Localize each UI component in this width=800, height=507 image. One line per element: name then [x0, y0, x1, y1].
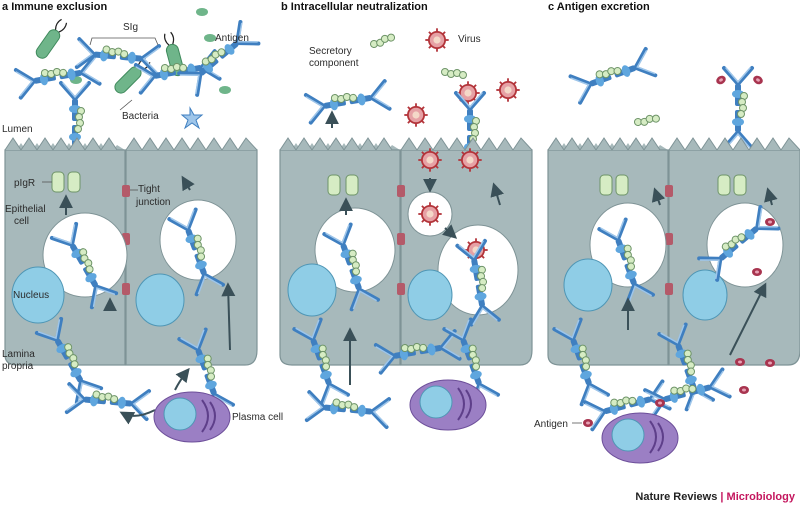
- secretory-component: [368, 29, 397, 52]
- antigen-label: Antigen: [215, 33, 249, 44]
- bacteria-shape: [33, 17, 70, 62]
- nucleus-shape: [11, 266, 65, 324]
- pigr-shape: [717, 174, 731, 196]
- antigen-shape: [204, 34, 216, 42]
- virus-particle: [424, 27, 450, 53]
- antigen-particle: [735, 358, 745, 366]
- nucleus-shape: [135, 273, 185, 327]
- iga-dimer: [307, 392, 389, 427]
- sig-label: SIg: [123, 22, 138, 33]
- panel-a: a Immune exclusion SIg Antigen Bacteria …: [2, 1, 283, 443]
- plasma-cell: [601, 412, 679, 464]
- sig-molecule: [306, 81, 390, 122]
- panel-a-title: a Immune exclusion: [2, 1, 107, 13]
- tight-junction-label-2: junction: [135, 197, 170, 208]
- lamina-label-2: propria: [2, 361, 34, 372]
- lumen-label: Lumen: [2, 124, 33, 135]
- antigen-particle: [739, 386, 749, 394]
- antigen-particle: [751, 74, 765, 86]
- pigr-shape: [327, 174, 341, 196]
- plasma-cell-label: Plasma cell: [232, 412, 283, 423]
- pigr-shape: [345, 174, 359, 196]
- nucleus-label: Nucleus: [13, 290, 49, 301]
- pigr-shape: [733, 174, 747, 196]
- secretory-label-2: component: [309, 58, 359, 69]
- plasma-cell: [153, 391, 231, 443]
- pigr-label: pIgR: [14, 178, 35, 189]
- epithelial-label-2: cell: [14, 216, 29, 227]
- journal-credit: Nature Reviews | Microbiology: [635, 491, 795, 503]
- antigen-c-label: Antigen: [534, 419, 568, 430]
- lamina-label-1: Lamina: [2, 349, 35, 360]
- antigen-shape: [219, 86, 231, 94]
- antigen-particle: [752, 268, 762, 276]
- star-antigen: [180, 106, 204, 130]
- tight-junction-label-1: Tight: [138, 184, 160, 195]
- epithelial-label-1: Epithelial: [5, 204, 46, 215]
- secretory-component: [441, 68, 467, 79]
- bacteria-label: Bacteria: [122, 111, 159, 122]
- antigen-particle: [765, 359, 775, 367]
- antigen-particle: [655, 399, 665, 407]
- pigr-shape: [599, 174, 613, 196]
- antigen-shape: [196, 8, 208, 16]
- virus-label: Virus: [458, 34, 481, 45]
- pigr-shape: [51, 171, 65, 193]
- plasma-cell: [409, 379, 487, 431]
- vesicle: [706, 202, 784, 288]
- panel-b: b Intracellular neutralization Secretory…: [279, 1, 533, 431]
- antigen-particle: [765, 218, 775, 226]
- secretory-label-1: Secretory: [309, 46, 352, 57]
- nucleus-shape: [682, 269, 728, 321]
- virus-particle: [403, 102, 429, 128]
- panel-b-title: b Intracellular neutralization: [281, 1, 428, 13]
- panel-c: c Antigen excretion Antigen: [534, 1, 800, 464]
- virus-particle: [495, 77, 521, 103]
- vesicle: [314, 207, 396, 293]
- sig-molecule: [16, 56, 100, 97]
- sig-molecule: [77, 39, 159, 74]
- antigen-particle: [583, 419, 593, 427]
- secretory-component: [633, 110, 661, 130]
- nucleus-shape: [407, 269, 453, 321]
- nucleus-shape: [563, 258, 613, 312]
- panel-c-title: c Antigen excretion: [548, 1, 650, 13]
- sig-bracket: [89, 37, 159, 46]
- nucleus-shape: [287, 263, 337, 317]
- antigen-particle: [714, 74, 728, 86]
- pigr-shape: [67, 171, 81, 193]
- sig-molecule: [571, 49, 656, 103]
- sig-antigen-complex: [724, 68, 752, 148]
- pigr-shape: [615, 174, 629, 196]
